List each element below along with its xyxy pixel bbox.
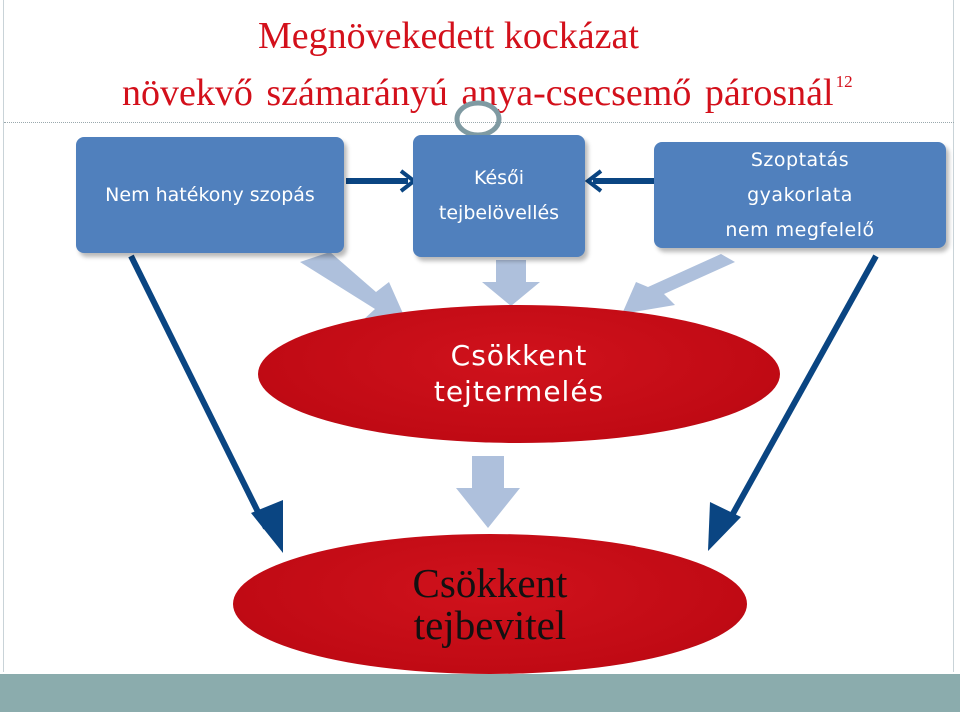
title-citation-superscript: 12 [835,72,853,91]
box-delayed-lactogenesis: Késői tejbelövellés [413,135,585,257]
light-arrow-right-to-production [622,254,735,314]
slide-frame-right [953,0,954,672]
dark-arrow-right-to-intake-head [708,502,741,551]
title-line-2: növekvő számarányú anya-csecsemő párosná… [122,60,853,115]
title-line-1: Megnövekedett kockázat [258,15,639,57]
dark-arrow-left-to-intake-shaft [128,254,269,530]
light-arrow-production-to-intake [456,456,520,528]
dark-arrow-left-to-intake-head [251,500,283,553]
box-improper-practice-line-2: gyakorlata [747,183,853,206]
box-delayed-lactogenesis-line-2: tejbelövellés [438,202,560,224]
reduced-milk-intake-line-2: tejbevitel [413,602,567,648]
dark-arrow-right-to-middle-head [584,169,603,193]
reduced-milk-intake-line-1: Csökkent [412,560,568,606]
title-divider [4,122,954,123]
box-ineffective-suckling: Nem hatékony szopás [76,137,344,253]
light-arrow-left-to-production [300,252,405,320]
box-delayed-lactogenesis-line-1: Késői [473,167,524,189]
reduced-milk-production-line-1: Csökkent [450,339,588,372]
title-line-2-text: növekvő számarányú anya-csecsemő párosná… [122,72,834,114]
dark-arrow-right-to-intake-shaft [722,254,879,530]
ellipse-reduced-milk-intake: Csökkent tejbevitel [233,534,747,674]
ellipse-reduced-milk-production: Csökkent tejtermelés [258,305,780,443]
box-improper-practice-line-3: nem megfelelő [725,218,875,241]
light-arrow-middle-to-production [482,260,540,306]
reduced-milk-production-line-2: tejtermelés [433,375,605,408]
bottom-bar [0,674,960,712]
box-ineffective-suckling-label: Nem hatékony szopás [105,184,315,206]
box-improper-practice-line-1: Szoptatás [750,148,850,171]
ring-decoration [454,100,502,138]
box-improper-breastfeeding-practice: Szoptatás gyakorlata nem megfelelő [654,142,946,248]
slide-frame-left [3,0,4,672]
